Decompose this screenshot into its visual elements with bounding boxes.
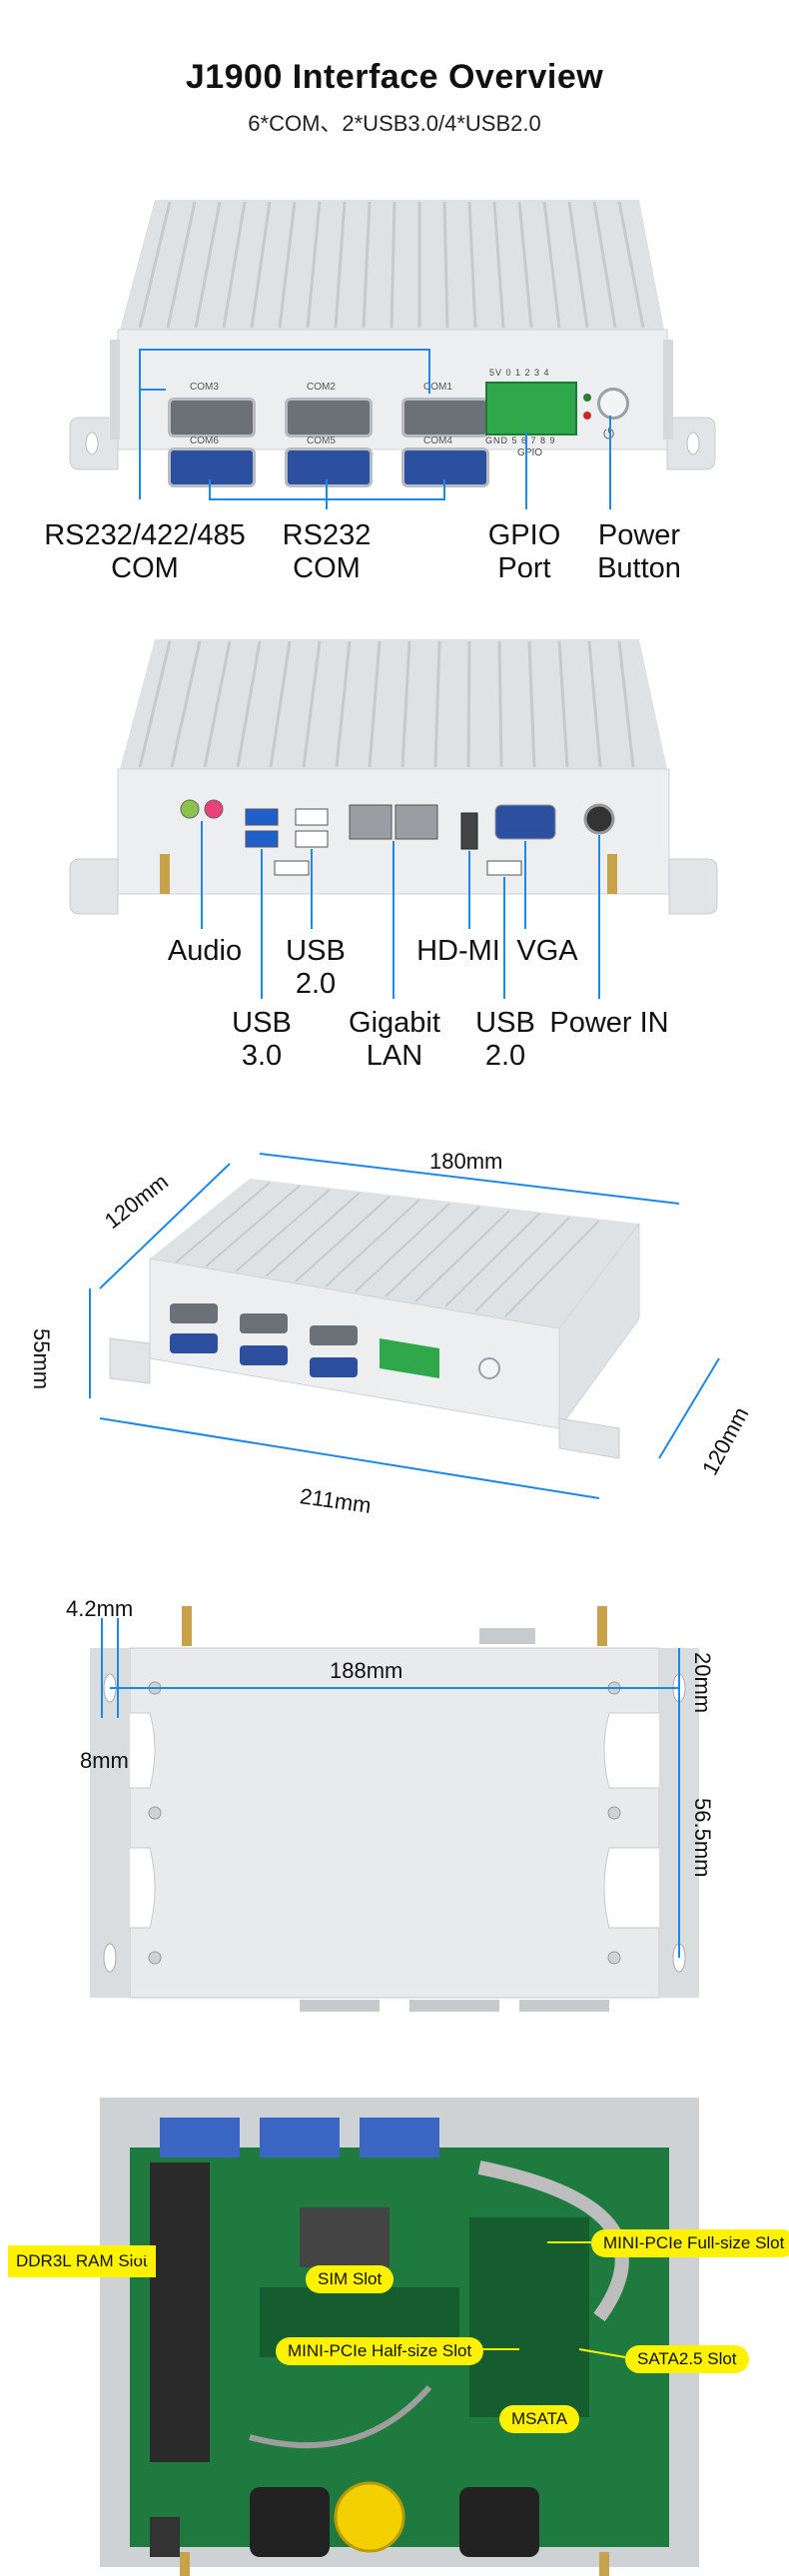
gpio-terminal: [485, 382, 577, 435]
callout-audio: Audio: [167, 935, 243, 967]
dim-hole-gap: 4.2mm: [66, 1596, 134, 1621]
front-panel-section: COM3 COM2 COM1 COM6 COM5 COM4 5V 0 1 2 3…: [0, 180, 789, 599]
com6-label: COM6: [190, 435, 219, 446]
tag-mpcie-full: MINI-PCIe Full-size Slot: [591, 2229, 789, 2257]
callout-lan: Gigabit LAN: [349, 1007, 440, 1072]
callout-hdmi: HD-MI: [416, 935, 500, 967]
com-port-2: [285, 398, 373, 437]
tag-ddr: DDR3L RAM Slot: [8, 2245, 156, 2277]
com5-label: COM5: [307, 435, 336, 446]
led-green: [583, 394, 591, 402]
callout-power-button: Power Button: [597, 519, 681, 584]
callout-vga: VGA: [516, 935, 578, 967]
tag-mpcie-half: MINI-PCIe Half-size Slot: [276, 2337, 484, 2365]
tag-sim: SIM Slot: [306, 2265, 394, 2293]
callout-usb20-b: USB 2.0: [475, 1007, 535, 1072]
board-leader-lines: [122, 2241, 626, 2358]
callout-power-in: Power IN: [549, 1007, 669, 1039]
gpio-bottom-pins: GND 5 6 7 8 9: [485, 435, 556, 445]
com3-label: COM3: [190, 382, 219, 393]
dim-vertical-spacing: 56.5mm: [690, 1798, 715, 1878]
gpio-top-pins: 5V 0 1 2 3 4: [489, 368, 550, 378]
rear-panel-section: Audio USB 2.0 HD-MI VGA USB 3.0 Gigabit …: [0, 629, 789, 1099]
com-port-3: [168, 398, 256, 437]
dim-top-offset: 20mm: [690, 1652, 715, 1714]
dim-width-top: 180mm: [429, 1149, 503, 1174]
mounting-illustration: [90, 1606, 699, 2012]
com-port-5: [285, 447, 373, 487]
callout-usb20-a: USB 2.0: [286, 935, 346, 1000]
com4-label: COM4: [423, 435, 452, 446]
dim-height: 55mm: [29, 1328, 54, 1390]
callout-com-multi: RS232/422/485 COM: [44, 519, 246, 584]
com2-label: COM2: [307, 382, 336, 393]
page-subtitle: 6*COM、2*USB3.0/4*USB2.0: [248, 111, 541, 136]
power-button: [597, 388, 629, 420]
power-icon: ⏻: [603, 426, 615, 441]
callout-gpio: GPIO Port: [487, 519, 561, 584]
dim-hole-size: 8mm: [80, 1748, 129, 1773]
com-port-1: [401, 398, 489, 437]
dimensions-section: 120mm 180mm 55mm 211mm 120mm: [0, 1129, 789, 1548]
tag-sata: SATA2.5 Slot: [625, 2345, 749, 2373]
mounting-section: 4.2mm 8mm 188mm 20mm 56.5mm: [0, 1588, 789, 2058]
rear-panel-illustration: [69, 639, 718, 999]
com1-label: COM1: [423, 382, 452, 393]
front-callout-lines: [139, 349, 611, 509]
board-section: DDR3L RAM Slot SIM Slot MINI-PCIe Full-s…: [0, 2088, 789, 2576]
dim-hole-spacing: 188mm: [330, 1658, 403, 1683]
callout-usb30: USB 3.0: [232, 1007, 292, 1072]
page-title: J1900 Interface Overview: [185, 58, 604, 96]
callout-com-232: RS232 COM: [282, 519, 372, 584]
com-port-6: [168, 447, 256, 487]
tag-msata: MSATA: [499, 2405, 580, 2433]
dimensions-illustration: [89, 1153, 720, 1499]
gpio-label: GPIO: [517, 447, 543, 458]
led-red: [583, 412, 591, 420]
